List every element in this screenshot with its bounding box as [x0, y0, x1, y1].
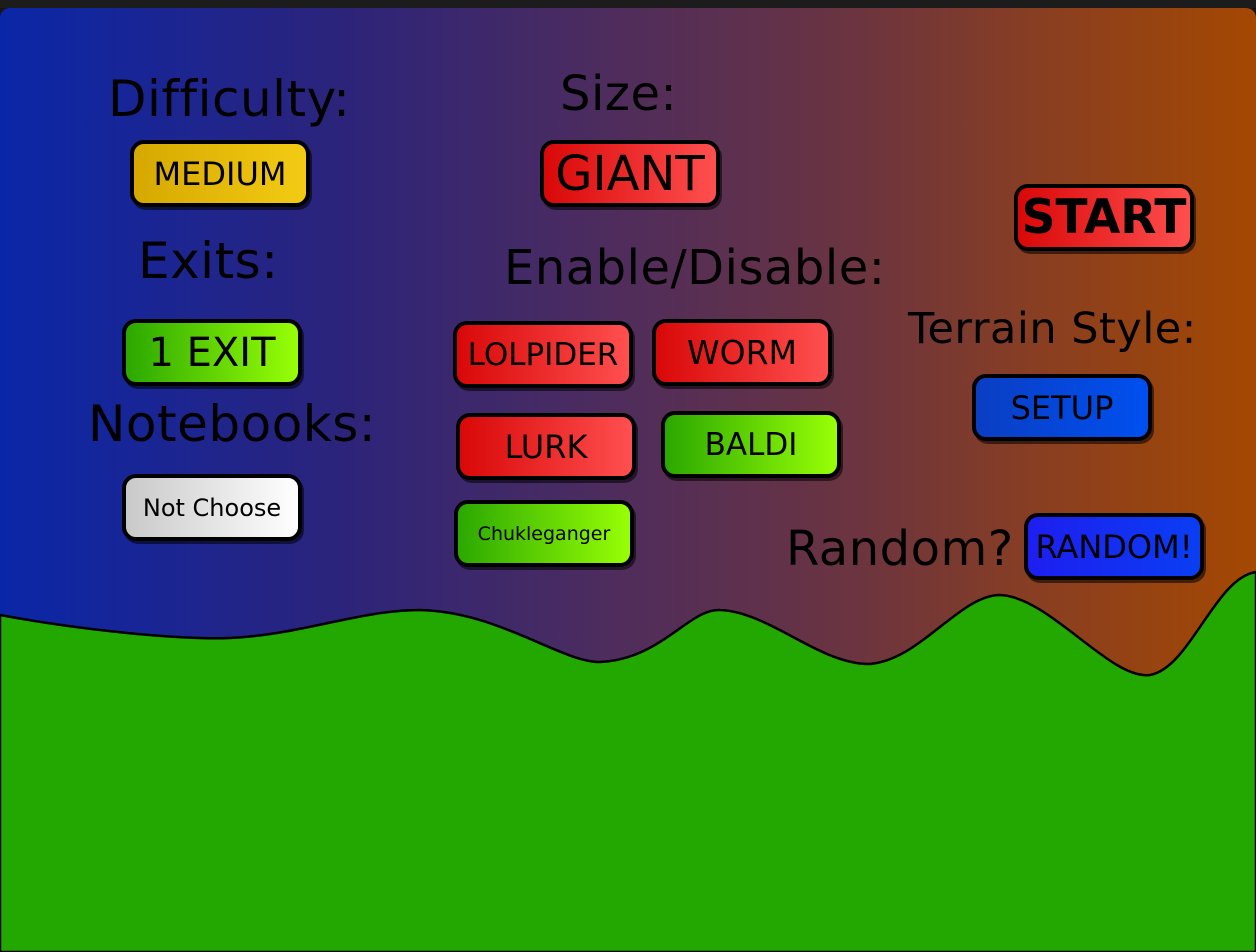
terrain-style-button[interactable]: SETUP	[972, 374, 1152, 441]
size-label: Size:	[560, 66, 678, 122]
difficulty-label: Difficulty:	[108, 70, 351, 128]
window-top-bar	[0, 0, 1256, 8]
notebooks-label: Notebooks:	[88, 395, 377, 453]
difficulty-button[interactable]: MEDIUM	[130, 140, 310, 207]
lolpider-toggle-button[interactable]: LOLPIDER	[453, 321, 633, 388]
lurk-toggle-button[interactable]: LURK	[456, 413, 636, 480]
exits-label: Exits:	[138, 232, 279, 290]
notebooks-button[interactable]: Not Choose	[122, 474, 302, 541]
terrain-style-label: Terrain Style:	[908, 304, 1197, 354]
chukleganger-toggle-button[interactable]: Chukleganger	[454, 500, 634, 567]
size-button[interactable]: GIANT	[540, 140, 720, 207]
exits-button[interactable]: 1 EXIT	[122, 319, 302, 386]
random-button[interactable]: RANDOM!	[1024, 513, 1204, 580]
random-label: Random?	[786, 521, 1014, 577]
worm-toggle-button[interactable]: WORM	[652, 319, 832, 386]
start-button[interactable]: START	[1014, 184, 1194, 251]
baldi-toggle-button[interactable]: BALDI	[661, 411, 841, 478]
enable-disable-label: Enable/Disable:	[504, 240, 886, 296]
